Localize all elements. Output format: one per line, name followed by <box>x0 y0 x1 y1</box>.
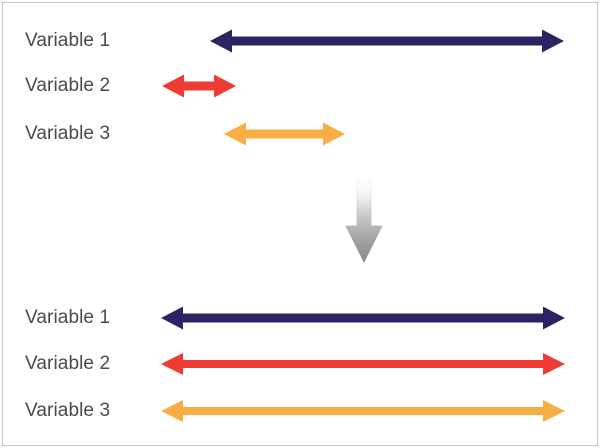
arrow-after-variable-2 <box>161 353 565 375</box>
arrow-before-variable-1 <box>210 29 564 53</box>
label-before-variable-2: Variable 2 <box>25 75 111 96</box>
label-after-variable-3: Variable 3 <box>25 400 111 421</box>
transformation-arrow <box>340 178 390 273</box>
arrow-before-variable-3 <box>224 122 345 146</box>
transformation-arrow-icon <box>345 181 383 263</box>
label-after-variable-1: Variable 1 <box>25 307 111 328</box>
label-before-variable-1: Variable 1 <box>25 30 111 51</box>
arrow-after-variable-3 <box>161 400 565 422</box>
before-arrows-layer <box>162 29 564 146</box>
label-before-variable-3: Variable 3 <box>25 123 111 144</box>
label-after-variable-2: Variable 2 <box>25 353 111 374</box>
arrow-before-variable-2 <box>162 74 236 98</box>
arrow-after-variable-1 <box>161 306 565 330</box>
